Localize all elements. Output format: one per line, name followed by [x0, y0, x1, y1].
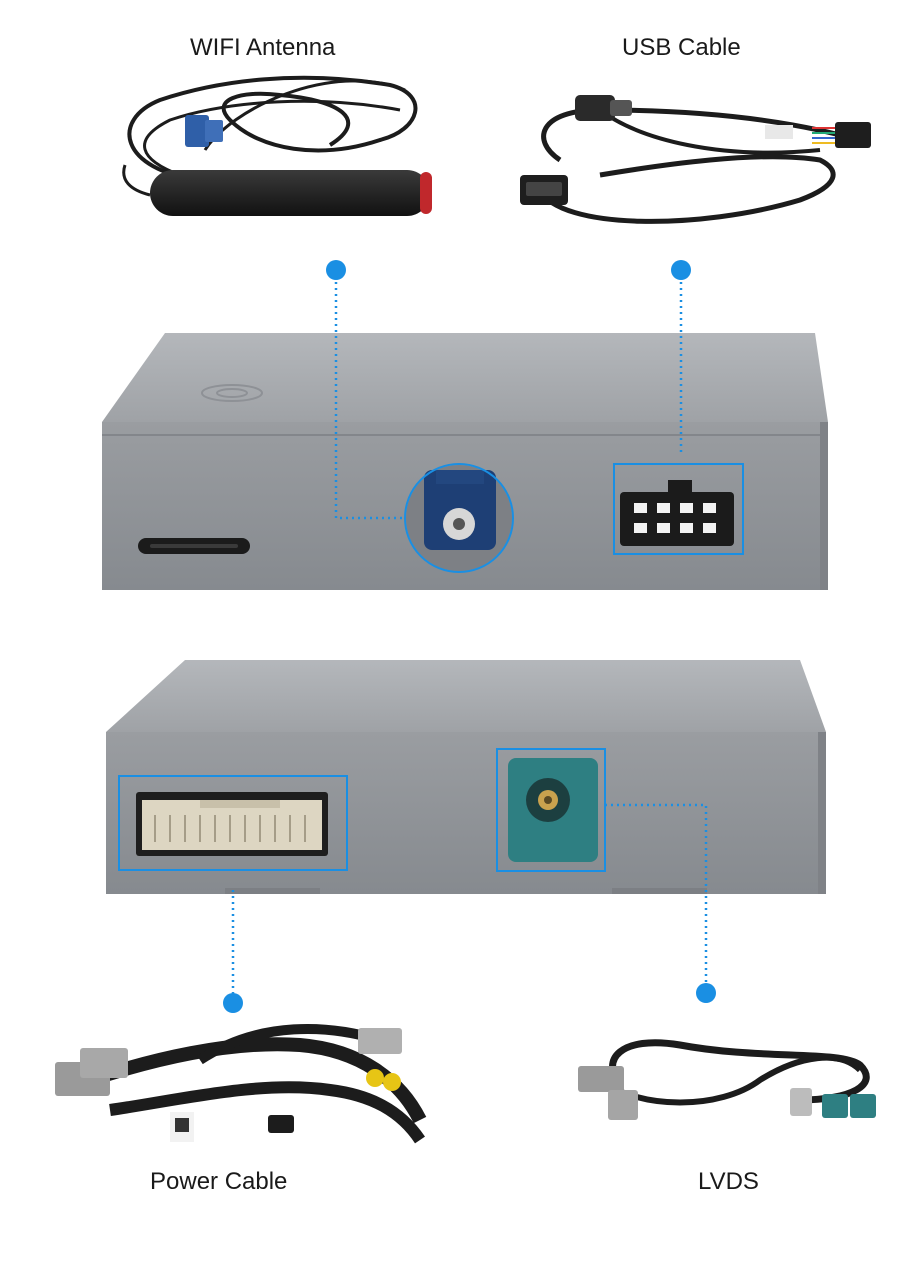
usb-cable-label: USB Cable [622, 34, 741, 61]
wifi-callout-dot [326, 260, 346, 280]
usb-callout-dot [671, 260, 691, 280]
callout-lines [231, 282, 708, 995]
usb-cable-icon [520, 95, 871, 224]
power-harness-icon [55, 1023, 427, 1144]
lvds-port-highlight [496, 748, 606, 872]
power-port-highlight [118, 775, 348, 871]
lower-box-icon [106, 660, 826, 894]
wifi-antenna-icon [122, 75, 432, 216]
lvds-label: LVDS [698, 1168, 759, 1195]
lvds-callout-dot [696, 983, 716, 1003]
lvds-cable-icon [578, 1039, 876, 1120]
usb-port-highlight [613, 463, 744, 555]
wifi-port-highlight [404, 463, 514, 573]
wifi-antenna-label: WIFI Antenna [190, 34, 336, 61]
power-cable-label: Power Cable [150, 1168, 288, 1195]
power-callout-dot [223, 993, 243, 1013]
